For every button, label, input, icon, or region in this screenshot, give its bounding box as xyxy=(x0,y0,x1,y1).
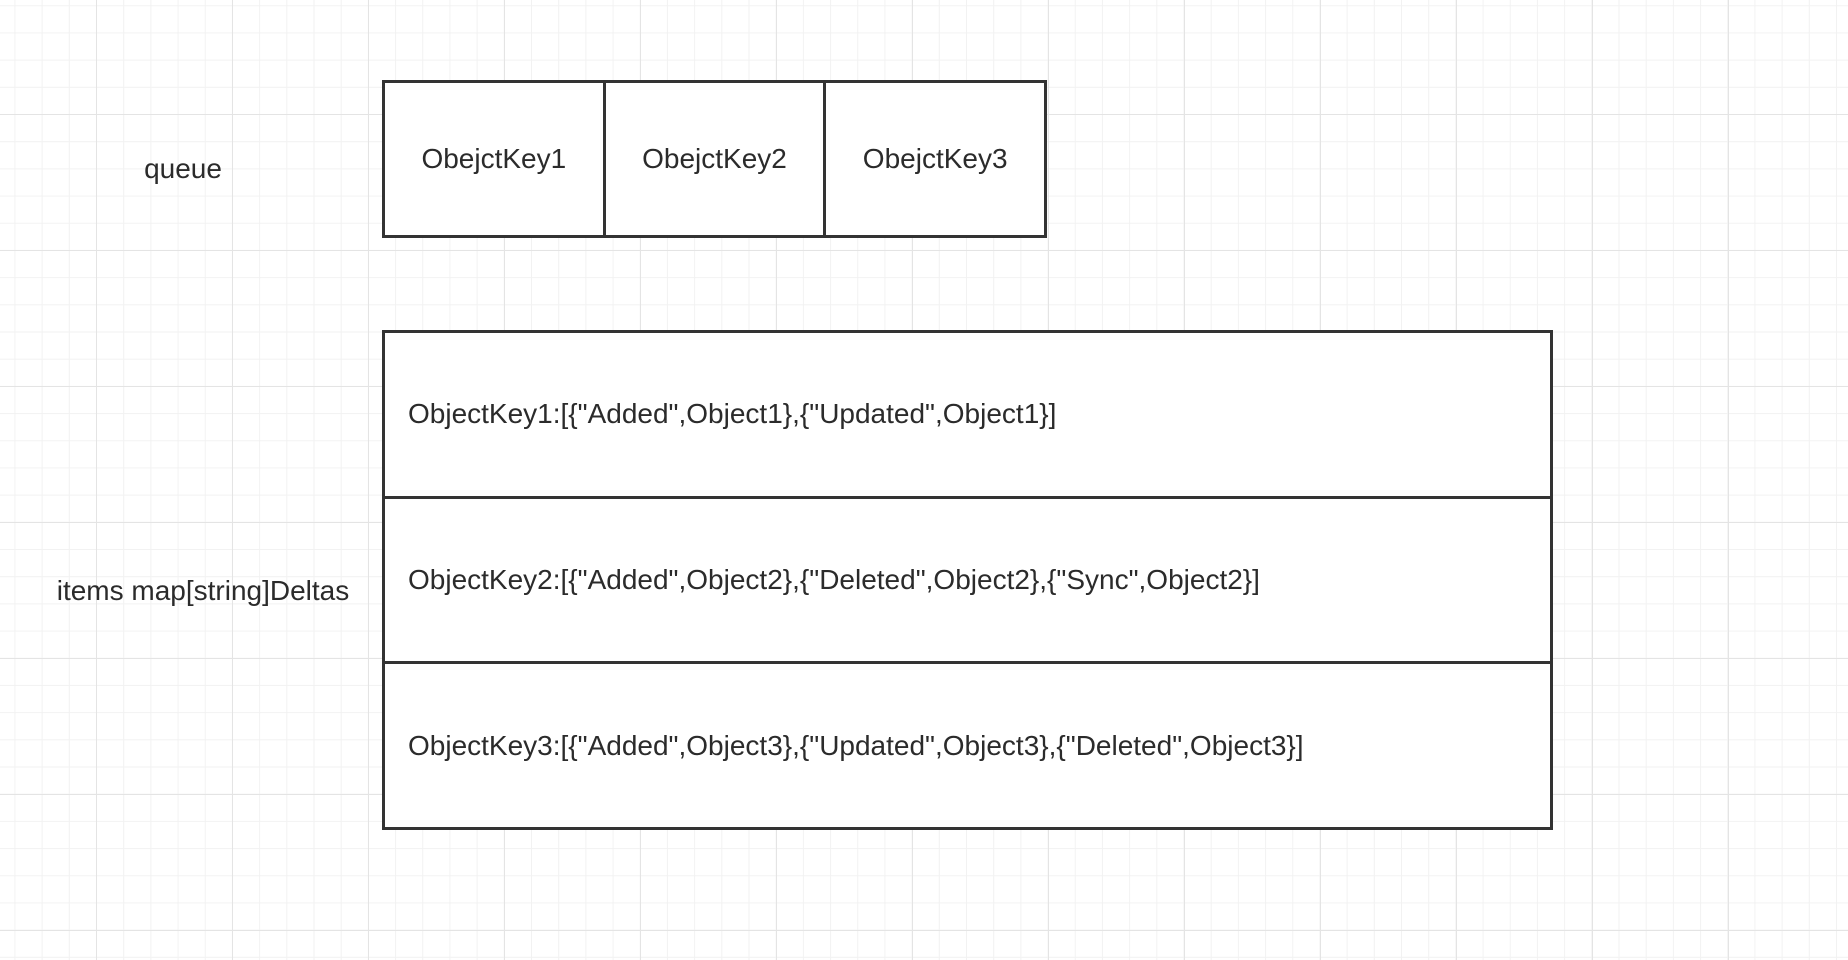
queue-box: ObejctKey1 ObejctKey2 ObejctKey3 xyxy=(382,80,1047,238)
items-label: items map[string]Deltas xyxy=(56,575,350,606)
queue-cell-1: ObejctKey1 xyxy=(385,83,606,235)
items-row-1: ObjectKey1:[{"Added",Object1},{"Updated"… xyxy=(385,333,1550,499)
items-map-box: ObjectKey1:[{"Added",Object1},{"Updated"… xyxy=(382,330,1553,830)
queue-cell-3: ObejctKey3 xyxy=(862,143,1008,174)
queue-label: queue xyxy=(144,153,222,184)
queue-cell-2: ObejctKey2 xyxy=(606,83,827,235)
items-row-2: ObjectKey2:[{"Added",Object2},{"Deleted"… xyxy=(385,499,1550,665)
items-row-3: ObjectKey3:[{"Added",Object3},{"Updated"… xyxy=(408,729,1304,761)
